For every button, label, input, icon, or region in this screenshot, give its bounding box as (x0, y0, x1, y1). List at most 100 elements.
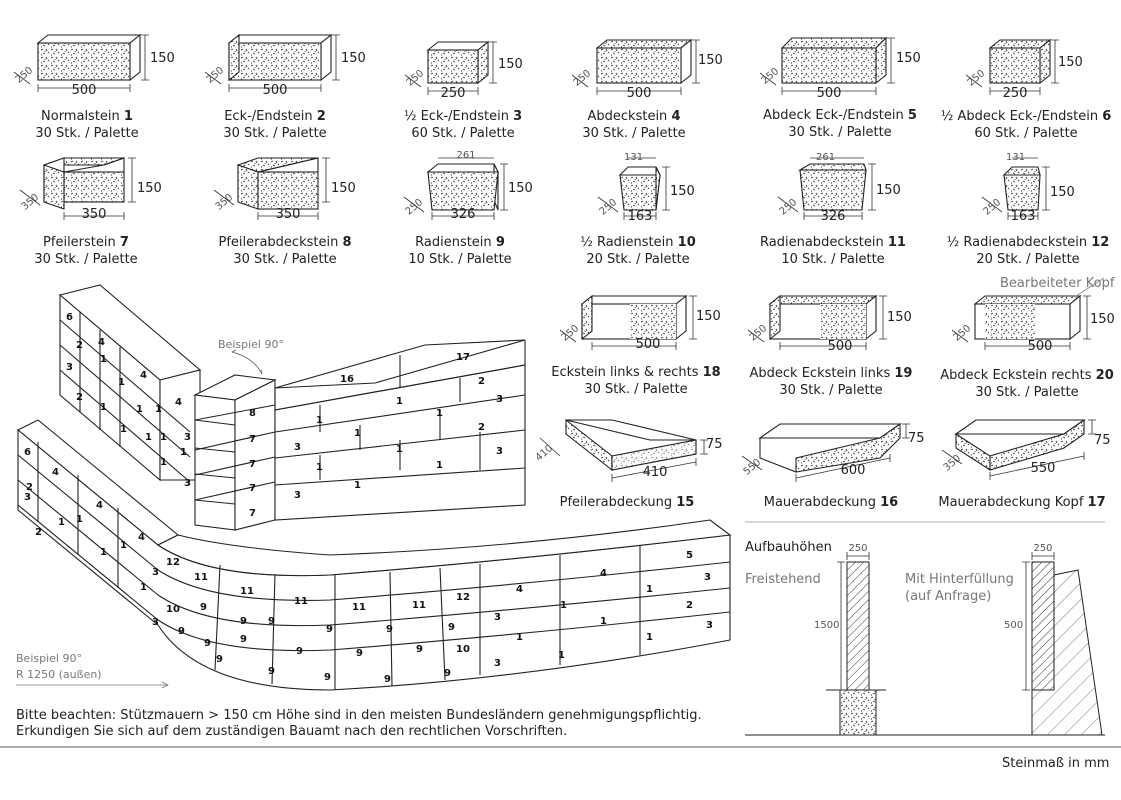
svg-text:3: 3 (706, 620, 713, 631)
svg-text:9: 9 (204, 638, 211, 649)
svg-text:1: 1 (100, 354, 107, 365)
svg-text:350: 350 (82, 207, 107, 222)
stone-12-drawing (1002, 166, 1041, 211)
stone-4-drawing (595, 38, 693, 85)
svg-text:3: 3 (152, 617, 159, 628)
svg-text:500: 500 (817, 86, 842, 101)
svg-text:2: 2 (686, 600, 693, 611)
stone-9-drawing (426, 163, 499, 211)
stone-7-drawing (43, 157, 125, 210)
svg-text:2: 2 (76, 392, 83, 403)
svg-text:3: 3 (494, 612, 501, 623)
svg-text:9: 9 (216, 654, 223, 665)
svg-text:1: 1 (136, 404, 143, 415)
svg-text:350: 350 (276, 207, 301, 222)
svg-text:250: 250 (441, 86, 466, 101)
svg-text:11: 11 (240, 586, 254, 597)
svg-text:350: 350 (942, 453, 964, 474)
svg-text:500: 500 (263, 83, 288, 98)
section-freistehend (826, 552, 886, 736)
svg-text:1: 1 (558, 650, 565, 661)
wall-example-radius (16, 419, 732, 691)
svg-text:4: 4 (52, 467, 59, 478)
caption-stone-15: Pfeilerabdeckung 15 (559, 495, 695, 510)
svg-text:10: 10 (166, 604, 180, 615)
svg-text:250: 250 (14, 65, 36, 86)
svg-text:8: 8 (249, 408, 256, 419)
svg-text:4: 4 (98, 337, 105, 348)
svg-text:1: 1 (58, 517, 65, 528)
svg-text:1: 1 (354, 480, 361, 491)
svg-text:550: 550 (1031, 461, 1056, 476)
svg-text:1: 1 (120, 540, 127, 551)
svg-text:1: 1 (316, 462, 323, 473)
svg-text:4: 4 (516, 584, 523, 595)
label-steinmass: Steinmaß in mm (1002, 756, 1110, 771)
svg-text:75: 75 (1094, 433, 1111, 448)
svg-text:250: 250 (205, 65, 227, 86)
stone-8-drawing (236, 157, 319, 210)
svg-text:250: 250 (572, 68, 594, 89)
svg-text:1: 1 (436, 460, 443, 471)
svg-text:150: 150 (1050, 185, 1075, 200)
svg-text:250: 250 (760, 66, 782, 87)
svg-text:7: 7 (249, 508, 256, 519)
svg-text:7: 7 (249, 434, 256, 445)
svg-text:11: 11 (412, 600, 426, 611)
svg-text:4: 4 (140, 370, 147, 381)
label-beispiel-90-corner: Beispiel 90° (218, 338, 284, 351)
svg-text:11: 11 (352, 602, 366, 613)
svg-text:250: 250 (405, 68, 427, 89)
heading-aufbauhoehen: Aufbauhöhen (745, 540, 832, 555)
svg-text:131: 131 (1006, 152, 1025, 163)
svg-text:150: 150 (341, 51, 366, 66)
svg-text:150: 150 (876, 183, 901, 198)
svg-text:150: 150 (670, 184, 695, 199)
svg-text:9: 9 (416, 644, 423, 655)
svg-text:1: 1 (396, 396, 403, 407)
svg-text:150: 150 (1090, 312, 1115, 327)
svg-text:1: 1 (600, 616, 607, 627)
svg-text:3: 3 (184, 432, 191, 443)
svg-text:250: 250 (778, 197, 800, 218)
svg-text:250: 250 (952, 323, 974, 344)
svg-text:1: 1 (155, 404, 162, 415)
svg-text:1: 1 (646, 632, 653, 643)
svg-text:250: 250 (748, 323, 770, 344)
svg-text:1: 1 (120, 424, 127, 435)
svg-text:150: 150 (498, 57, 523, 72)
svg-text:3: 3 (494, 658, 501, 669)
svg-text:6: 6 (24, 447, 31, 458)
svg-text:12: 12 (456, 592, 470, 603)
stone-15-drawing (565, 418, 697, 472)
svg-text:326: 326 (451, 207, 476, 222)
svg-text:250: 250 (966, 68, 988, 89)
svg-text:250: 250 (982, 197, 1004, 218)
svg-text:3: 3 (66, 362, 73, 373)
svg-text:3: 3 (294, 490, 301, 501)
svg-text:9: 9 (356, 648, 363, 659)
svg-text:1: 1 (145, 432, 152, 443)
label-hinterfuellung: Mit Hinterfüllung(auf Anfrage) (905, 572, 1014, 604)
svg-text:3: 3 (152, 567, 159, 578)
svg-text:1: 1 (140, 582, 147, 593)
svg-text:3: 3 (294, 442, 301, 453)
svg-text:9: 9 (384, 674, 391, 685)
svg-text:11: 11 (294, 596, 308, 607)
label-bearbeiteter-kopf: Bearbeiteter Kopf (1000, 276, 1115, 291)
svg-text:550: 550 (742, 457, 764, 478)
svg-text:4: 4 (138, 532, 145, 543)
svg-text:9: 9 (200, 602, 207, 613)
stone-20-drawing (973, 294, 1082, 341)
svg-text:261: 261 (816, 152, 835, 163)
svg-text:7: 7 (249, 483, 256, 494)
